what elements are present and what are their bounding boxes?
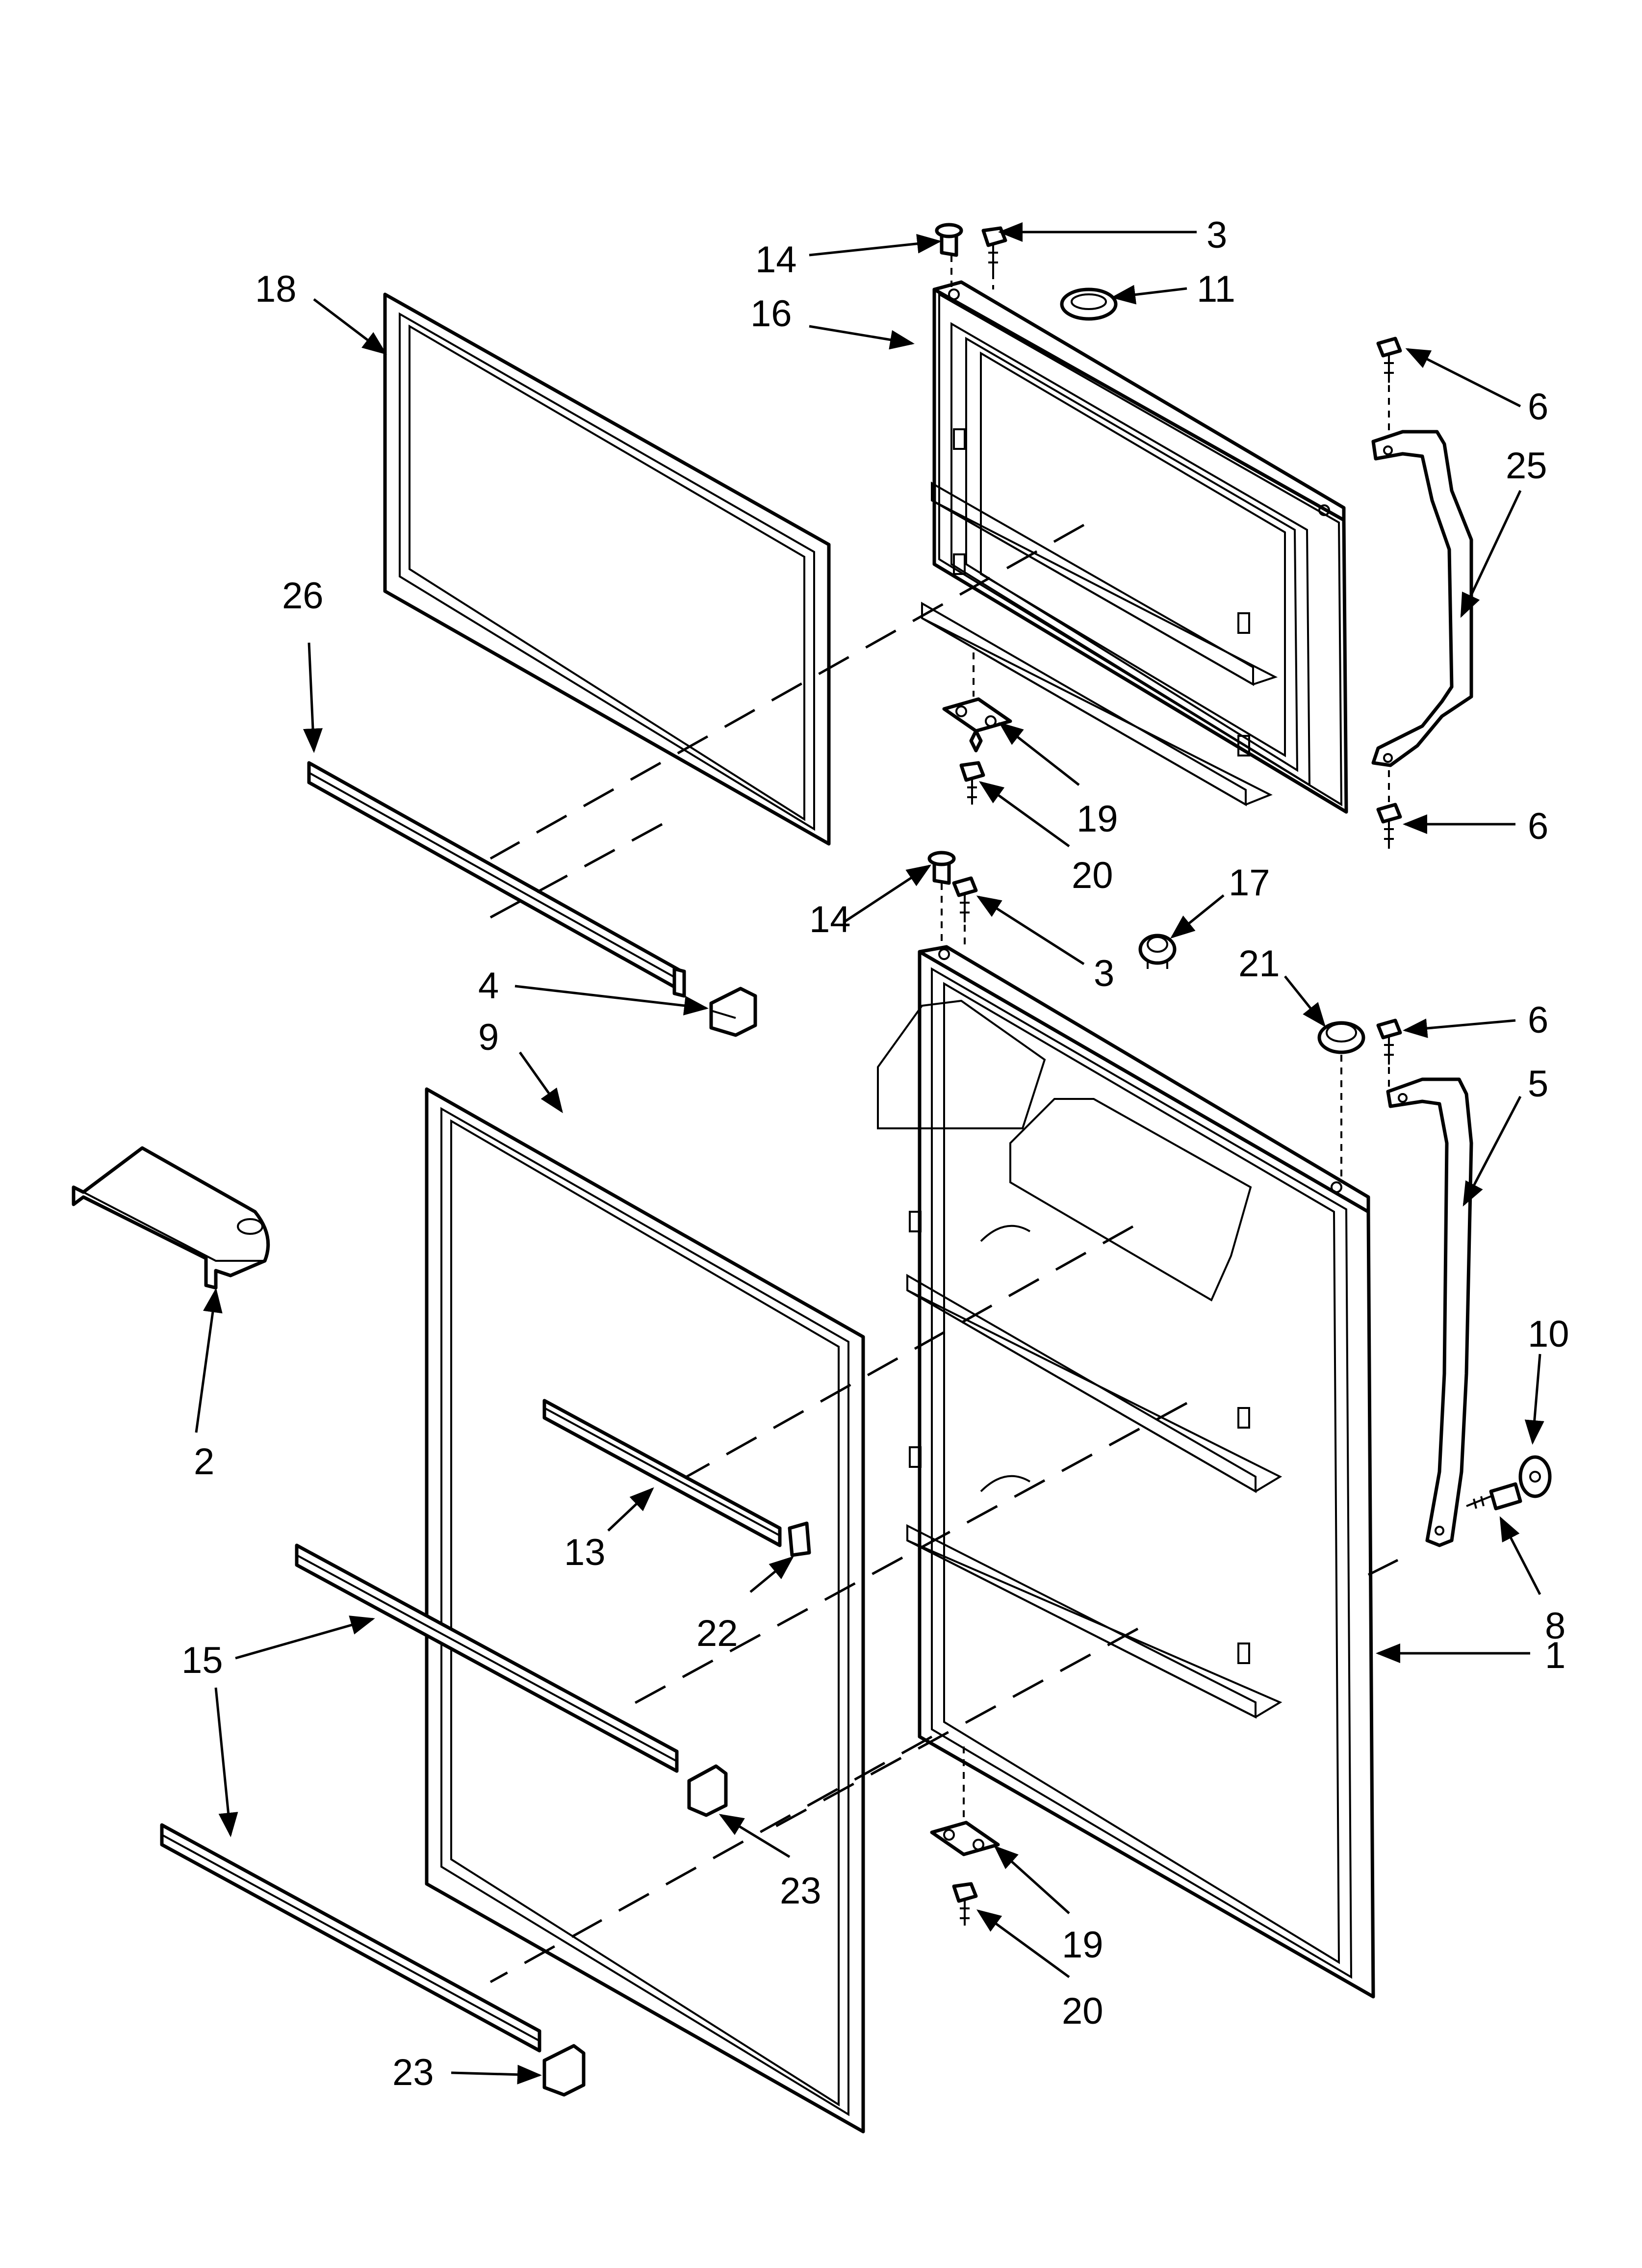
hinge-screw-20-top	[959, 761, 985, 805]
callout-19-top: 19	[1077, 798, 1118, 840]
callout-22: 22	[696, 1613, 738, 1654]
dispenser-cover	[72, 1146, 270, 1290]
callout-6-mid: 6	[1528, 806, 1548, 847]
freezer-door-trim-strip	[307, 761, 686, 998]
screw-3-top	[981, 226, 1007, 272]
callout-4: 4	[478, 965, 499, 1007]
callout-26: 26	[282, 575, 324, 617]
callout-23-upper: 23	[780, 1870, 821, 1912]
handle-screw-6-bottom	[1376, 803, 1402, 849]
callout-21: 21	[1238, 943, 1280, 985]
callout-23-lower: 23	[392, 2052, 434, 2093]
hinge-pin-14-lower	[927, 851, 956, 885]
callout-19-lower: 19	[1062, 1924, 1103, 1966]
callout-5: 5	[1528, 1063, 1548, 1105]
alignment-lines	[489, 523, 1399, 1983]
callout-18: 18	[255, 268, 297, 310]
trim-clip-23-upper	[687, 1764, 728, 1817]
hinge-19-top	[942, 697, 1012, 753]
freezer-door-handle	[1371, 430, 1473, 767]
door-plug-11	[1060, 287, 1118, 321]
callout-3-lower: 3	[1094, 953, 1114, 994]
callout-16: 16	[750, 293, 792, 335]
callout-2: 2	[194, 1441, 214, 1483]
callout-25: 25	[1506, 445, 1547, 487]
trim-end-cap-4	[709, 987, 757, 1037]
callout-15: 15	[181, 1640, 223, 1681]
fresh-food-door-gasket	[425, 1087, 865, 2134]
callout-6-top: 6	[1528, 386, 1548, 428]
freezer-door	[921, 280, 1348, 814]
callout-14-lower: 14	[809, 899, 851, 940]
screw-3-lower	[952, 876, 978, 922]
handle-screw-8	[1466, 1482, 1522, 1511]
handle-insert-10	[1518, 1455, 1552, 1498]
callout-11: 11	[1197, 268, 1235, 310]
leader-lines	[195, 222, 1544, 2085]
callout-20-lower: 20	[1062, 1990, 1103, 2032]
callout-1: 1	[1545, 1635, 1565, 1676]
door-stop-17	[1138, 934, 1177, 969]
hinge-19-lower	[930, 1821, 1000, 1856]
door-trim-strip-15-lower	[160, 1823, 541, 2053]
trim-clip-23-lower	[542, 2044, 586, 2097]
freezer-door-gasket	[383, 292, 831, 846]
hinge-pin-14-top	[935, 223, 963, 257]
callout-20-top: 20	[1072, 855, 1113, 896]
callout-6-lower: 6	[1528, 999, 1548, 1041]
shelf-trim-strip-13	[542, 1399, 782, 1547]
hinge-screw-20-lower	[952, 1882, 978, 1926]
hole-plug-21	[1317, 1021, 1365, 1054]
callout-labels: 14 3 18 16 11 6 25 26 19 20 6 14 17 21 3…	[181, 214, 1569, 2093]
callout-10: 10	[1528, 1313, 1569, 1355]
callout-8: 8	[1545, 1605, 1565, 1647]
callout-14-top: 14	[755, 239, 797, 281]
callout-9: 9	[478, 1017, 499, 1058]
fresh-food-door	[877, 945, 1375, 1999]
callout-3-top: 3	[1206, 214, 1227, 256]
fresh-food-door-handle	[1386, 1077, 1473, 1547]
trim-clip-22	[788, 1521, 811, 1557]
handle-screw-6-top	[1376, 337, 1402, 383]
callout-17: 17	[1229, 862, 1270, 904]
handle-screw-6-lower	[1376, 1018, 1402, 1065]
door-trim-strip-15-upper	[295, 1543, 679, 1773]
callout-13: 13	[564, 1532, 606, 1573]
